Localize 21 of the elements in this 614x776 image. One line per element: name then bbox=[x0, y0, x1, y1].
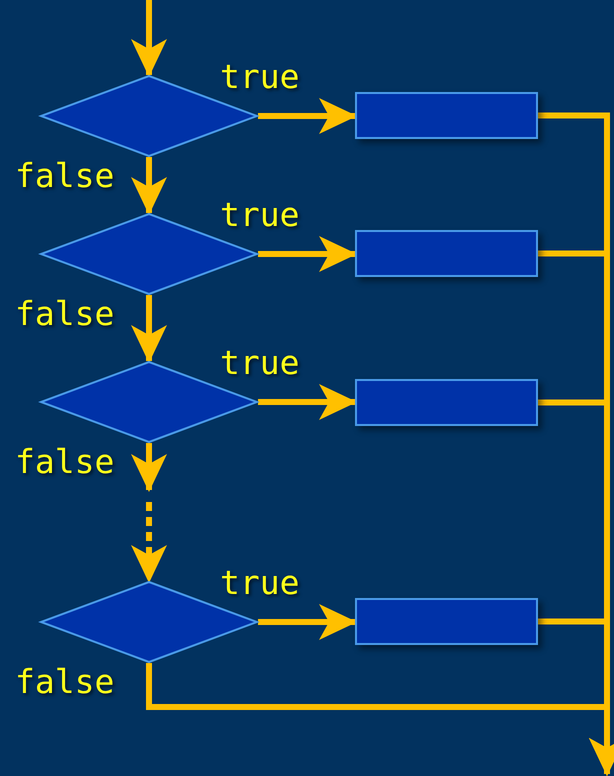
edge-label: true bbox=[220, 60, 300, 93]
edge-label: true bbox=[220, 346, 300, 379]
process-box bbox=[355, 379, 538, 426]
edge-label: true bbox=[220, 566, 300, 599]
edge-label: false bbox=[15, 665, 114, 698]
edge-label: false bbox=[15, 297, 114, 330]
arrow bbox=[131, 0, 167, 77]
arrow bbox=[258, 98, 357, 134]
arrow bbox=[131, 157, 167, 215]
edge-label: false bbox=[15, 159, 114, 192]
arrow bbox=[131, 295, 167, 363]
arrow bbox=[258, 384, 357, 420]
arrow bbox=[258, 604, 357, 640]
arrow bbox=[538, 618, 614, 776]
edge-label: true bbox=[220, 198, 300, 231]
process-box bbox=[355, 92, 538, 139]
process-box bbox=[355, 598, 538, 645]
arrow bbox=[131, 443, 167, 582]
process-box bbox=[355, 230, 538, 277]
arrow bbox=[258, 236, 357, 272]
edge-label: false bbox=[15, 445, 114, 478]
